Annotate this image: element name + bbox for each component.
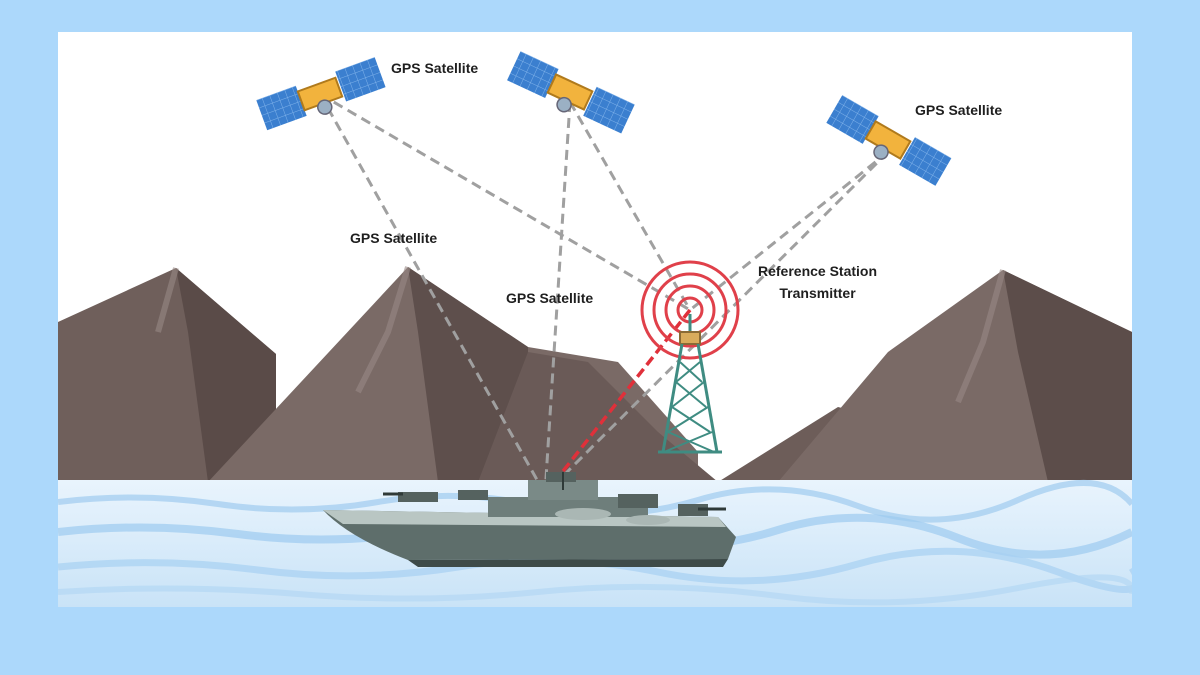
signal-line bbox=[319, 92, 691, 312]
gps-diagram-scene bbox=[58, 51, 1132, 607]
satellite-label-left: GPS Satellite bbox=[350, 230, 438, 246]
signal-line bbox=[568, 101, 692, 311]
mountains bbox=[58, 266, 1132, 482]
diagram-panel: GPS Satellite GPS Satellite GPS Satellit… bbox=[58, 32, 1132, 607]
satellite-icon-top-center bbox=[507, 51, 635, 134]
mountain-right-shade bbox=[1003, 270, 1132, 482]
signal-line bbox=[318, 93, 547, 495]
mountain-highlights bbox=[155, 266, 1006, 404]
satellite-signal-lines bbox=[318, 92, 890, 496]
signal-line bbox=[543, 101, 572, 495]
mountain-left-shade bbox=[176, 268, 276, 482]
reference-station-label-line1: Reference Station bbox=[758, 263, 878, 279]
correction-signal-line bbox=[543, 308, 692, 496]
satellite-icon-top-left bbox=[256, 57, 386, 131]
satellite-icon-top-right bbox=[826, 95, 952, 186]
mountain-center-shade bbox=[408, 267, 528, 482]
signal-line bbox=[689, 150, 889, 312]
reference-station-label-line2: Transmitter bbox=[779, 285, 856, 301]
satellite-label-right: GPS Satellite bbox=[915, 102, 1003, 118]
satellite-label-center: GPS Satellite bbox=[506, 290, 594, 306]
tower-icon bbox=[658, 314, 722, 454]
boat-icon bbox=[323, 472, 736, 567]
satellite-label-top: GPS Satellite bbox=[391, 60, 479, 76]
signal-line bbox=[543, 150, 890, 496]
mountain-mid bbox=[478, 352, 718, 482]
reference-station-label: Reference Station Transmitter bbox=[758, 260, 877, 304]
